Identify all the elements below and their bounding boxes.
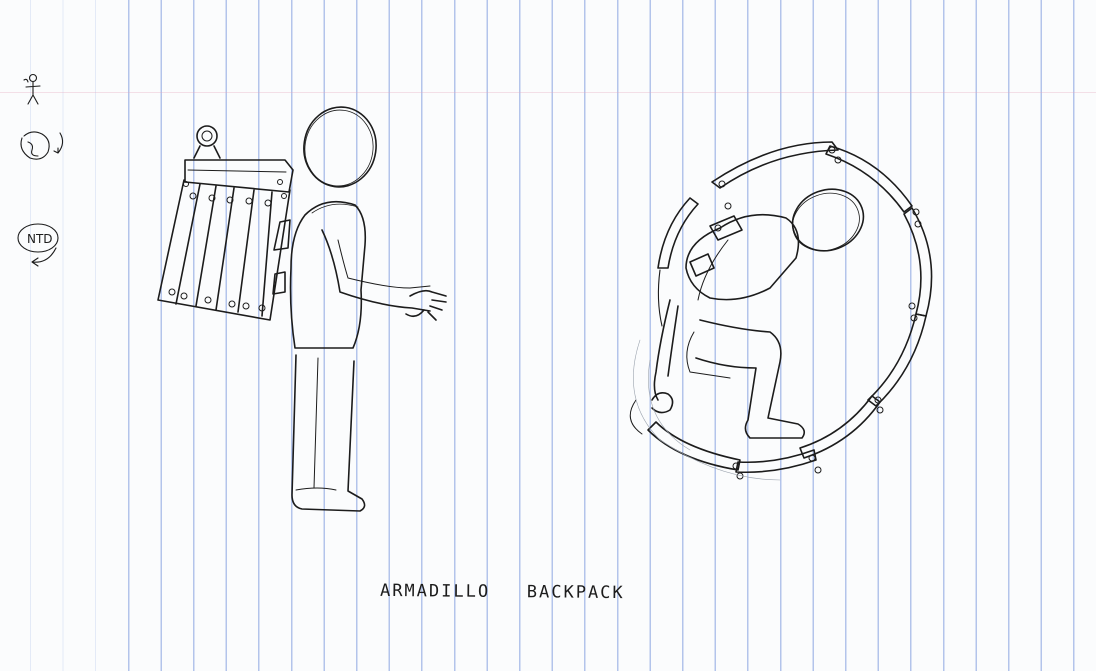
curled-figure-doodle (21, 132, 63, 159)
crouching-person (630, 179, 872, 480)
standing-person (273, 102, 446, 511)
ntd-rotation-doodle: NTD (18, 224, 58, 266)
stick-figure-doodle (24, 75, 40, 105)
sketch-caption: ARMADILLO BACKPACK (380, 581, 625, 603)
ntd-note: NTD (27, 232, 53, 246)
curled-shell-arcs (648, 142, 932, 479)
